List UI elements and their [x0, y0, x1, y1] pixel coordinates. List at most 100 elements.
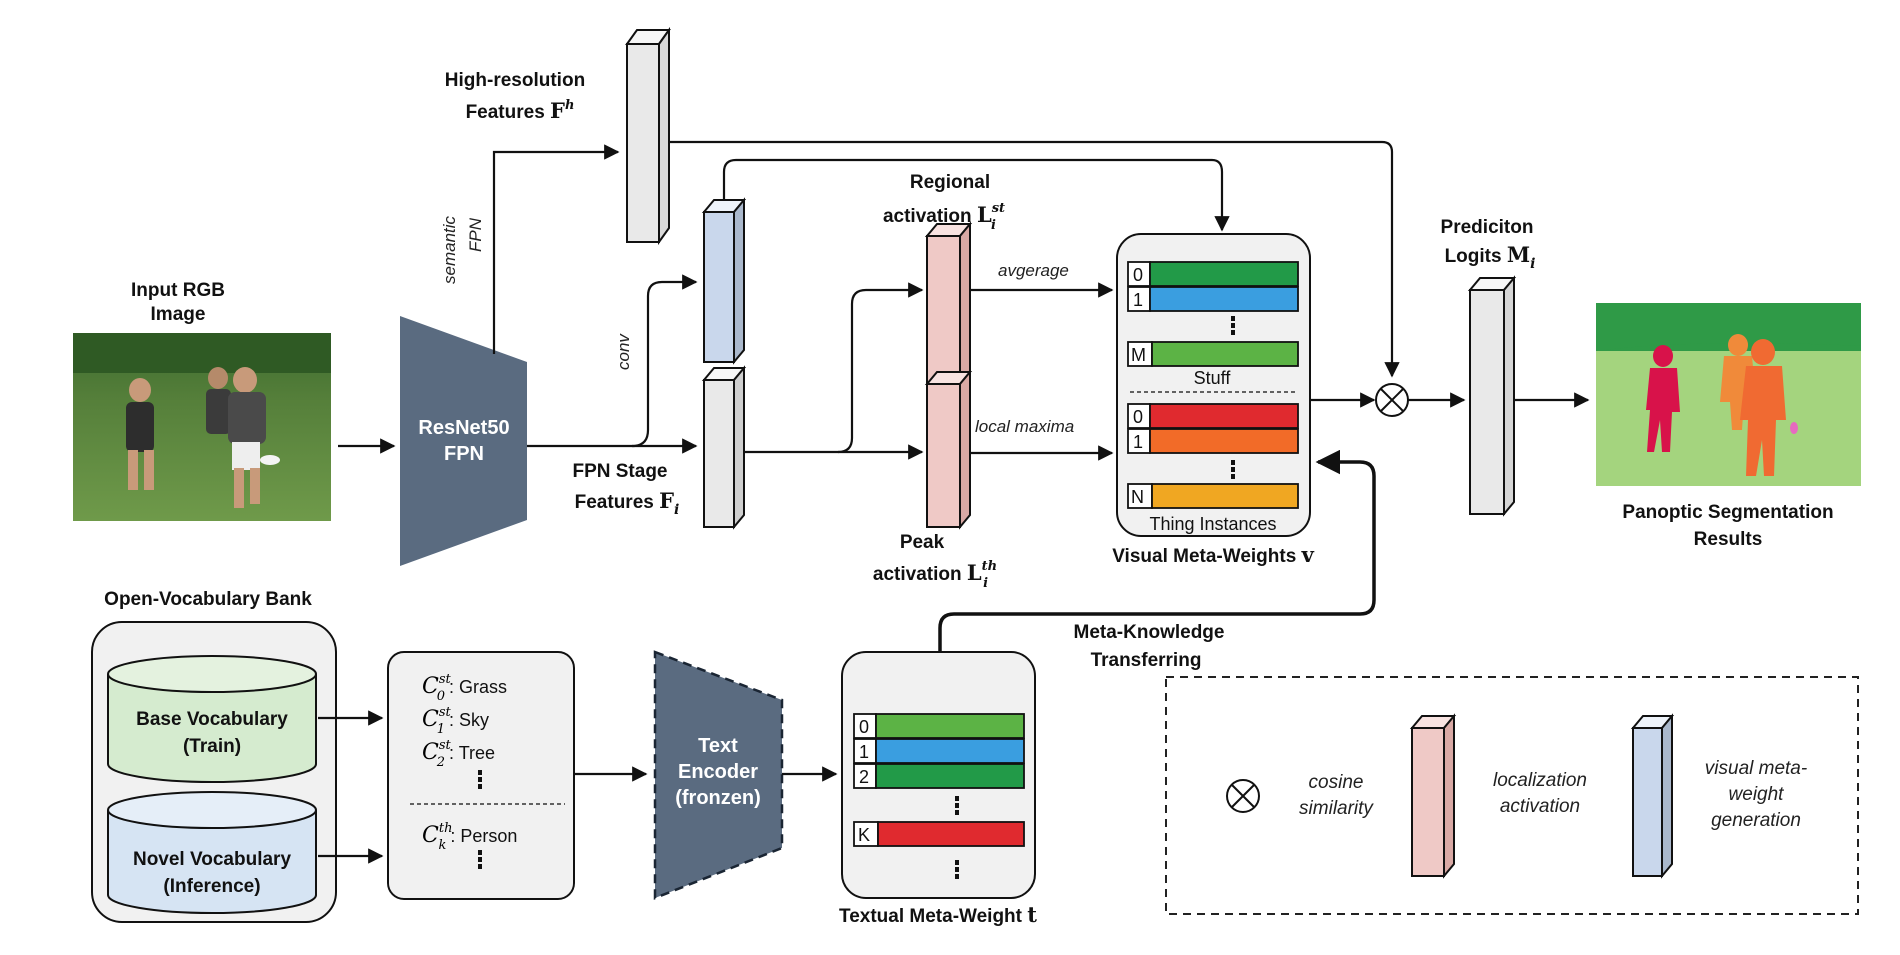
- thing-row-n: N: [1127, 483, 1299, 509]
- svg-text:1: 1: [1133, 290, 1143, 310]
- legend-cosine-line1: cosine: [1309, 772, 1364, 793]
- stuff-row-1: 1: [1127, 286, 1299, 312]
- thing-instances-label: Thing Instances: [1149, 514, 1276, 534]
- legend-visual-meta-icon: [1630, 713, 1675, 879]
- thing-row-0: 0: [1127, 403, 1299, 429]
- legend-visual-line1: visual meta-: [1705, 758, 1807, 779]
- legend-localization-line1: localization: [1493, 770, 1587, 791]
- textual-meta-weight-box: 0 1 2 K: [841, 651, 1036, 899]
- svg-text:1: 1: [859, 742, 869, 762]
- base-vocabulary-cylinder: Base Vocabulary (Train): [107, 655, 317, 783]
- backbone-label-line1: ResNet50: [418, 417, 509, 439]
- arrow-blue-to-visual-meta: [722, 158, 1230, 232]
- input-image-group: Input RGB Image: [73, 280, 331, 521]
- stuff-row-m: M: [1127, 341, 1299, 367]
- textual-ellipsis-2: [955, 860, 959, 879]
- semantic-fpn-line2: FPN: [466, 217, 485, 252]
- legend-localization-line2: activation: [1500, 796, 1580, 817]
- transfer-label-line2: Transferring: [1091, 650, 1202, 671]
- fpn-stage-line2: Features Fi: [575, 488, 680, 518]
- legend-box: cosine similarity localization activatio…: [1165, 676, 1859, 915]
- textual-row-2: 2: [853, 763, 1025, 789]
- legend-cosine-line2: similarity: [1299, 798, 1374, 819]
- legend-localization-icon: [1409, 713, 1457, 879]
- visual-meta-title: Visual Meta-Weights v: [1112, 542, 1314, 567]
- svg-text:1: 1: [1133, 432, 1143, 452]
- arrow-semantic-fpn: [492, 144, 620, 354]
- prediction-logits-block: [1467, 275, 1517, 517]
- regional-label-line1: Regional: [910, 172, 990, 193]
- peak-activation-block: [924, 369, 973, 530]
- thing-row-1: 1: [1127, 428, 1299, 454]
- legend-cosine-icon: [1226, 779, 1260, 813]
- edge-label-average: avgerage: [998, 261, 1069, 280]
- hires-label-line2: Features Fh: [466, 98, 575, 123]
- peak-label-line1: Peak: [900, 532, 945, 553]
- input-rgb-photo: [73, 333, 331, 521]
- base-vocab-line2: (Train): [183, 736, 241, 757]
- svg-text:0: 0: [1133, 265, 1143, 285]
- transfer-label-line1: Meta-Knowledge: [1074, 622, 1225, 643]
- input-title-line2: Image: [151, 304, 206, 325]
- textual-ellipsis-1: [955, 796, 959, 815]
- thing-ellipsis: [1231, 460, 1235, 479]
- svg-text:M: M: [1131, 345, 1146, 365]
- result-label-line2: Results: [1694, 529, 1763, 550]
- stuff-ellipsis: [1231, 316, 1235, 335]
- text-encoder-frozen: Text Encoder (fronzen): [653, 650, 784, 900]
- fpn-stage-line1: FPN Stage: [572, 461, 667, 482]
- svg-text:2: 2: [859, 767, 869, 787]
- class-ellipsis-2: [478, 850, 482, 869]
- arrow-hires-to-cosine: [669, 140, 1400, 378]
- result-label-line1: Panoptic Segmentation: [1622, 502, 1833, 523]
- high-res-feature-block: [625, 26, 671, 246]
- novel-vocab-line1: Novel Vocabulary: [133, 849, 291, 870]
- backbone-label-line2: FPN: [444, 443, 484, 465]
- backbone-trapezoid: [400, 316, 527, 566]
- cosine-similarity-node: [1375, 383, 1409, 417]
- arrow-conv: [631, 274, 698, 448]
- panoptic-segmentation-image: [1596, 303, 1861, 486]
- textual-row-1: 1: [853, 738, 1025, 764]
- novel-vocab-line2: (Inference): [163, 876, 260, 897]
- conv-label: conv: [614, 333, 633, 370]
- text-encoder-line3: (fronzen): [675, 787, 761, 809]
- novel-vocabulary-cylinder: Novel Vocabulary (Inference): [107, 791, 317, 914]
- class-ellipsis-1: [478, 770, 482, 789]
- textual-row-0: 0: [853, 713, 1025, 739]
- arrow-meta-knowledge-transfer: [938, 449, 1376, 652]
- text-encoder-line1: Text: [698, 735, 738, 757]
- svg-text:0: 0: [1133, 407, 1143, 427]
- svg-text:0: 0: [859, 717, 869, 737]
- regional-activation-block: [924, 221, 973, 386]
- hires-label-line1: High-resolution: [445, 70, 585, 91]
- prediction-label-line1: Prediciton: [1441, 217, 1534, 238]
- open-vocabulary-bank: Base Vocabulary (Train) Novel Vocabulary…: [91, 621, 337, 923]
- visual-meta-weights-box: 0 1 M Stuff 0 1: [1116, 233, 1311, 537]
- textual-row-k: K: [853, 821, 1025, 847]
- vocab-bank-title: Open-Vocabulary Bank: [104, 589, 312, 610]
- stuff-row-0: 0: [1127, 261, 1299, 287]
- arrow-fpn-to-regional: [837, 282, 924, 454]
- semantic-fpn-line1: semantic: [440, 215, 459, 284]
- input-title-line1: Input RGB: [131, 280, 225, 301]
- edge-label-local-maxima: local maxima: [975, 417, 1074, 436]
- textual-meta-title: Textual Meta-Weight t: [839, 902, 1037, 927]
- backbone-resnet50-fpn: ResNet50 FPN: [400, 316, 527, 566]
- svg-text:K: K: [858, 825, 870, 845]
- svg-text:N: N: [1131, 487, 1144, 507]
- text-encoder-line2: Encoder: [678, 761, 758, 783]
- legend-visual-line3: generation: [1711, 810, 1801, 831]
- stuff-label: Stuff: [1194, 368, 1232, 388]
- visual-meta-weight-generation-block: [701, 197, 747, 365]
- legend-visual-line2: weight: [1729, 784, 1785, 805]
- prediction-label-line2: Logits Mi: [1445, 242, 1536, 272]
